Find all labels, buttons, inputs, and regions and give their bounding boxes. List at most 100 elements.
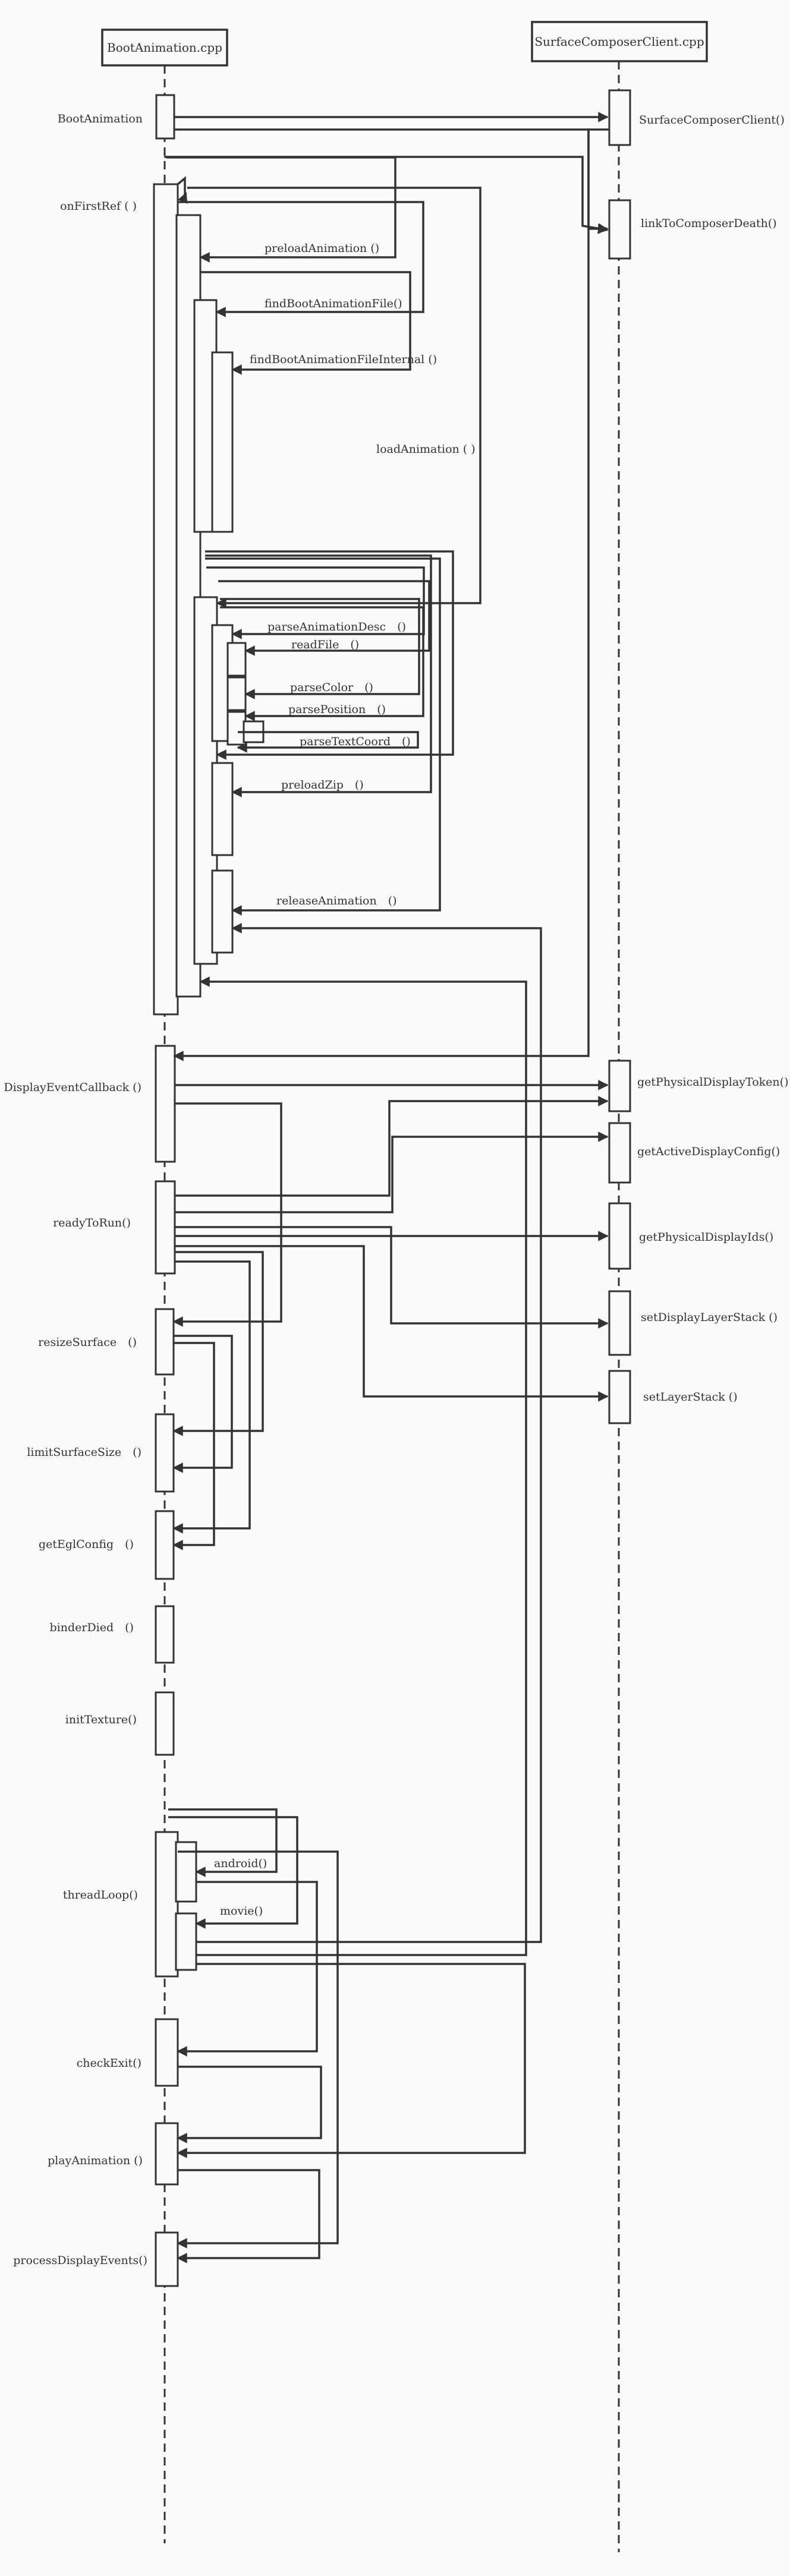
activation-readytorun — [155, 1180, 176, 1275]
arrow-preloadzip — [205, 554, 432, 797]
label-releaseanimation: releaseAnimation () — [276, 894, 397, 907]
participant-bootanimation-label: BootAnimation.cpp — [107, 40, 222, 55]
participant-bootanimation: BootAnimation.cpp — [101, 29, 228, 67]
activation-linktocomposerdeath — [608, 199, 631, 260]
arrow-parsetextcoord — [237, 731, 419, 753]
label-setlayerstack: setLayerStack () — [643, 1391, 738, 1404]
arrow-parsecolor — [220, 598, 420, 699]
activation-onfirstref — [153, 183, 179, 1016]
left-labels: BootAnimation onFirstRef ( ) DisplayEven… — [4, 112, 147, 2267]
arrow-findbootanimationfileinternal — [200, 271, 411, 375]
arrow-displayeventcallback — [173, 128, 609, 1061]
activation-displayeventcallback — [155, 1045, 176, 1163]
arrow-setlayerstack — [175, 1245, 609, 1402]
activation-parseposition — [226, 711, 247, 746]
activation-setdisplaylayerstack — [608, 1290, 631, 1356]
arrow-playanimation — [177, 1963, 526, 2158]
activation-setlayerstack — [608, 1370, 631, 1424]
participant-surfacecomposerclient-label: SurfaceComposerClient.cpp — [534, 34, 704, 49]
activation-playanimation — [155, 2122, 179, 2186]
participant-surfacecomposerclient: SurfaceComposerClient.cpp — [531, 21, 708, 62]
label-getphysicaldisplayids: getPhysicalDisplayIds() — [639, 1231, 773, 1244]
arrow-movie-to-preloadanimation — [196, 976, 527, 1956]
label-android: android() — [214, 1857, 267, 1870]
right-labels: SurfaceComposerClient() linkToComposerDe… — [637, 113, 789, 1404]
label-geteglconfig: getEglConfig () — [39, 1538, 134, 1551]
activation-checkexit — [155, 2018, 179, 2087]
label-getactivedisplayconfig: getActiveDisplayConfig() — [637, 1145, 780, 1158]
arrow-checkexit — [177, 1881, 318, 2057]
arrow-onfirstref-return — [164, 156, 609, 234]
label-binderdied: binderDied () — [49, 1621, 134, 1634]
activation-preloadzip — [211, 762, 234, 856]
arrow-geteglconfig-2 — [172, 1342, 215, 1550]
arrow-getactivedisplayconfig — [175, 1096, 609, 1197]
label-readytorun: readyToRun() — [53, 1216, 131, 1229]
label-parseposition: parsePosition () — [288, 703, 386, 716]
arrow-parseposition — [220, 606, 424, 721]
arrow-movie-to-releaseanimation — [196, 923, 542, 1943]
label-onfirstref: onFirstRef ( ) — [60, 200, 137, 213]
label-parseanimationdesc: parseAnimationDesc () — [267, 620, 406, 633]
arrow-checkexit-2 — [177, 2066, 322, 2143]
arrow-releaseanimation — [205, 557, 441, 916]
label-findbootanimationfileinternal: findBootAnimationFileInternal () — [250, 353, 437, 366]
label-threadloop: threadLoop() — [63, 1888, 138, 1902]
activation-surfacecomposerclient — [608, 89, 631, 146]
activation-getphysicaldisplaytoken — [608, 1060, 631, 1112]
arrow-limitsurfacesize — [172, 1251, 264, 1436]
activation-threadloop — [155, 1831, 179, 1978]
message-wires — [164, 112, 609, 2263]
label-findbootanimationfile: findBootAnimationFile() — [265, 297, 402, 310]
arrow-loadanimation — [187, 187, 481, 608]
arrow-setdisplaylayerstack — [175, 1226, 609, 1329]
label-inittexture: initTexture() — [65, 1713, 137, 1726]
arrow-android — [168, 1808, 278, 1877]
label-readfile: readFile () — [291, 638, 359, 651]
activation-binderdied — [155, 1605, 175, 1664]
activation-bootanimation — [155, 94, 175, 140]
arrow-findbootanimationfile — [178, 201, 424, 317]
arrow-linktocomposerdeath — [174, 128, 609, 234]
label-preloadzip: preloadZip () — [281, 778, 364, 792]
arrow-limitsurfacesize-2 — [172, 1335, 233, 1473]
arrow-loadanimation-inner — [205, 550, 454, 760]
arrow-parseanimationdesc — [206, 566, 425, 639]
label-surfacecomposerclient: SurfaceComposerClient() — [639, 113, 785, 127]
arrow-geteglconfig — [172, 1260, 251, 1534]
label-parsetextcoord: parseTextCoord () — [300, 735, 411, 748]
label-getphysicaldisplaytoken: getPhysicalDisplayToken() — [637, 1076, 789, 1089]
label-setdisplaylayerstack: setDisplayLayerStack () — [641, 1311, 778, 1324]
activation-getactivedisplayconfig — [608, 1122, 631, 1184]
arrow-preloadanimation — [166, 156, 396, 263]
arrow-readfile — [218, 580, 430, 656]
arrow-processdisplayevents-2 — [177, 2169, 320, 2263]
label-playanimation: playAnimation () — [48, 2154, 143, 2167]
activation-readfile — [226, 642, 247, 677]
activation-movie — [175, 1912, 197, 1971]
activation-processdisplayevents — [155, 2231, 179, 2287]
arrow-preloadanimation-return — [177, 176, 188, 204]
label-resizesurface: resizeSurface () — [38, 1336, 137, 1349]
activation-parsecolor — [226, 676, 247, 711]
label-linktocomposerdeath: linkToComposerDeath() — [641, 217, 777, 230]
arrow-processdisplayevents — [177, 1850, 339, 2249]
activation-releaseanimation — [211, 869, 234, 954]
arrow-resizesurface — [172, 1102, 282, 1327]
activations-surfacecomposerclient — [608, 89, 631, 1424]
label-limitsurfacesize: limitSurfaceSize () — [27, 1446, 141, 1459]
label-checkexit: checkExit() — [77, 2057, 141, 2070]
activation-geteglconfig — [155, 1510, 175, 1580]
activation-inittexture — [155, 1691, 175, 1756]
activation-getphysicaldisplayids — [608, 1202, 631, 1270]
activations-bootanimation — [153, 94, 265, 2287]
arrow-getactivedisplayconfig-2 — [175, 1131, 609, 1213]
activation-resizesurface — [155, 1308, 175, 1376]
label-processdisplayevents: processDisplayEvents() — [13, 2254, 147, 2267]
message-labels: preloadAnimation () findBootAnimationFil… — [214, 242, 476, 1918]
label-displayeventcallback: DisplayEventCallback () — [4, 1081, 141, 1094]
activation-findbootanimationfileinternal — [211, 351, 234, 533]
arrow-movie — [168, 1816, 298, 1929]
label-loadanimation: loadAnimation ( ) — [376, 443, 476, 456]
